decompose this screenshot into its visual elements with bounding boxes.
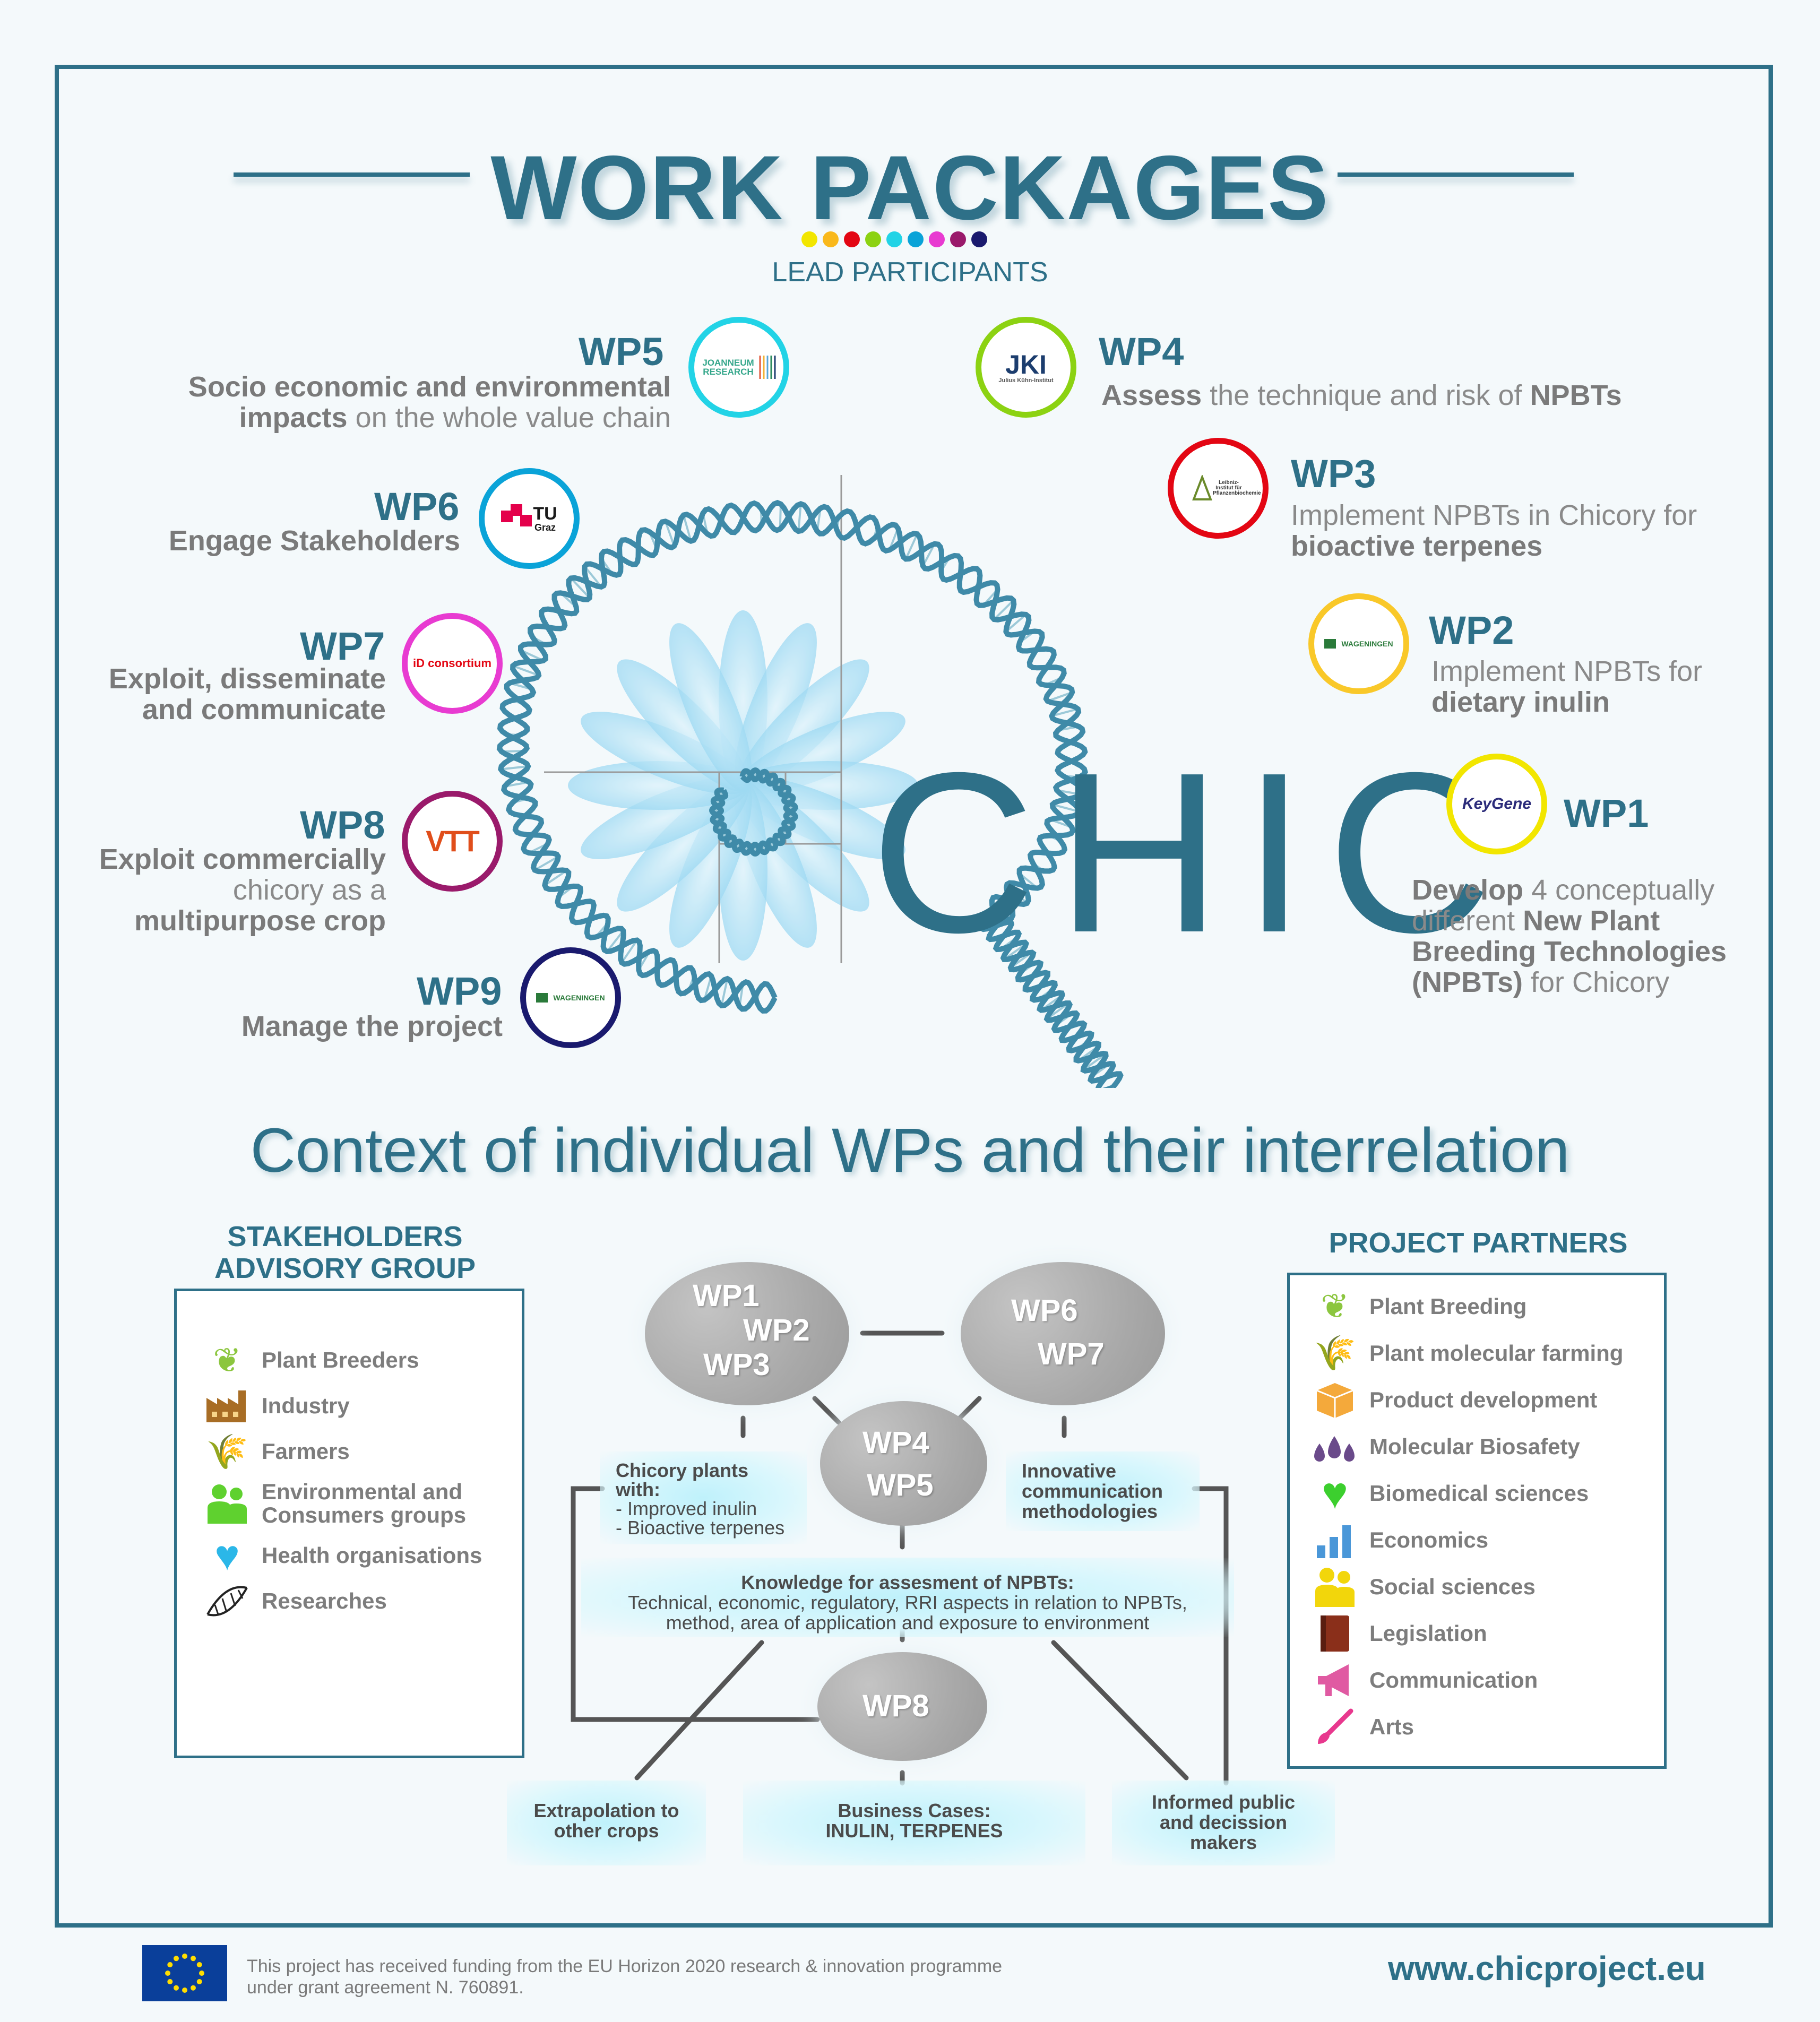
wageningen-logo-wp9[interactable]: WAGENINGEN [520, 947, 621, 1048]
people-icon [1311, 1566, 1359, 1608]
id-consortium-logo[interactable]: iD consortium [402, 613, 503, 714]
wheat-icon: 🌾 [1314, 1334, 1356, 1372]
stakeholder-item: ❦Plant Breeders [203, 1340, 482, 1380]
book-icon [1311, 1612, 1359, 1655]
wp4-description: Assess the technique and risk of NPBTs [1101, 379, 1622, 411]
keygene-logo[interactable]: KeyGene [1446, 754, 1547, 854]
color-dot [823, 231, 839, 247]
wp5-description: Socio economic and environmental impacts… [188, 371, 671, 434]
dna-spiral-graphic [496, 475, 1124, 1088]
funding-notice: This project has received funding from t… [247, 1956, 1003, 1998]
wp8-label: WP8 [300, 803, 385, 847]
partner-item: ❦Plant Breeding [1311, 1285, 1623, 1328]
page-title: WORK PACKAGES [490, 137, 1330, 239]
color-dot [950, 231, 966, 247]
stakeholders-panel: ❦Plant Breeders Industry 🌾Farmers Enviro… [174, 1289, 524, 1758]
dna-icon [203, 1580, 251, 1622]
wp9-label: WP9 [417, 969, 502, 1013]
wp1-label: WP1 [1564, 791, 1649, 835]
wp9-description: Manage the project [241, 1010, 503, 1042]
vtt-logo[interactable]: VTT [402, 791, 503, 892]
wp1-description: Develop 4 conceptually different New Pla… [1412, 874, 1727, 998]
business-cases-box: Business Cases:INULIN, TERPENES [743, 1781, 1085, 1865]
wheat-icon: 🌾 [206, 1432, 248, 1471]
eu-flag-icon [142, 1945, 227, 2001]
ellipse-wp6-wp7[interactable]: WP6 WP7 [961, 1262, 1165, 1405]
stakeholder-item: Industry [203, 1386, 482, 1426]
drops-icon [1311, 1425, 1359, 1468]
chic-logo-text: CHIC [870, 725, 1514, 980]
color-dot [865, 231, 881, 247]
color-dot [844, 231, 860, 247]
wp5-label: WP5 [579, 330, 664, 374]
lead-participants-label: LEAD PARTICIPANTS [772, 257, 1048, 288]
joanneum-research-logo[interactable]: JOANNEUM RESEARCH [688, 317, 789, 418]
partner-item: Product development [1311, 1378, 1623, 1421]
diagram-connectors [571, 1330, 1229, 1786]
leaf-icon: ❦ [1321, 1287, 1349, 1325]
factory-icon [203, 1385, 251, 1427]
knowledge-box: Knowledge for assesment of NPBTs: Techni… [581, 1558, 1234, 1637]
partner-item: Molecular Biosafety [1311, 1425, 1623, 1468]
partner-item: Social sciences [1311, 1565, 1623, 1608]
partner-item: Legislation [1311, 1612, 1623, 1655]
bar-chart-icon [1311, 1519, 1359, 1561]
color-dot [929, 231, 945, 247]
ellipse-wp1-wp3[interactable]: WP1 WP2 WP3 [645, 1262, 849, 1405]
stakeholder-item: ♥Health organisations [203, 1532, 482, 1579]
wp6-label: WP6 [374, 485, 460, 529]
people-icon [203, 1482, 251, 1525]
brush-icon [1311, 1706, 1359, 1748]
partner-item: Arts [1311, 1705, 1623, 1748]
heart-icon: ♥ [1322, 1468, 1348, 1518]
context-title: Context of individual WPs and their inte… [250, 1116, 1570, 1186]
outer-frame [55, 65, 1773, 1928]
dna-helix-small [709, 767, 798, 857]
color-dot [886, 231, 902, 247]
project-url[interactable]: www.chicproject.eu [1388, 1949, 1706, 1988]
ellipse-wp4-wp5[interactable]: WP4 WP5 [820, 1401, 987, 1526]
partners-panel: ❦Plant Breeding 🌾Plant molecular farming… [1287, 1273, 1667, 1769]
wp7-label: WP7 [300, 624, 385, 668]
wp3-label: WP3 [1291, 452, 1376, 496]
color-dot [908, 231, 924, 247]
megaphone-icon [1311, 1659, 1359, 1701]
title-rule-right [1338, 172, 1574, 177]
leaf-icon: ❦ [213, 1341, 241, 1379]
ellipse-wp8[interactable]: WP8 [817, 1652, 987, 1761]
dna-helix [496, 499, 1124, 1088]
wp2-label: WP2 [1429, 608, 1514, 652]
heart-icon: ♥ [214, 1532, 240, 1579]
wageningen-logo-wp2[interactable]: WAGENINGEN [1308, 593, 1409, 694]
partner-item: Economics [1311, 1518, 1623, 1561]
stakeholder-item: Researches [203, 1581, 482, 1621]
color-dot [971, 231, 987, 247]
title-rule-left [234, 172, 470, 177]
stakeholder-item: 🌾Farmers [203, 1431, 482, 1472]
wp6-description: Engage Stakeholders [168, 525, 460, 557]
partner-item: 🌾Plant molecular farming [1311, 1332, 1623, 1375]
partners-heading: PROJECT PARTNERS [1329, 1227, 1628, 1259]
partner-item: Communication [1311, 1658, 1623, 1701]
box-icon [1311, 1379, 1359, 1421]
partner-item: ♥Biomedical sciences [1311, 1468, 1623, 1518]
color-dot [801, 231, 817, 247]
chicory-flower-icon [568, 610, 918, 961]
leibniz-institute-logo[interactable]: Leibniz-Institut für Pflanzenbiochemie [1168, 438, 1269, 539]
wp4-label: WP4 [1099, 330, 1184, 374]
